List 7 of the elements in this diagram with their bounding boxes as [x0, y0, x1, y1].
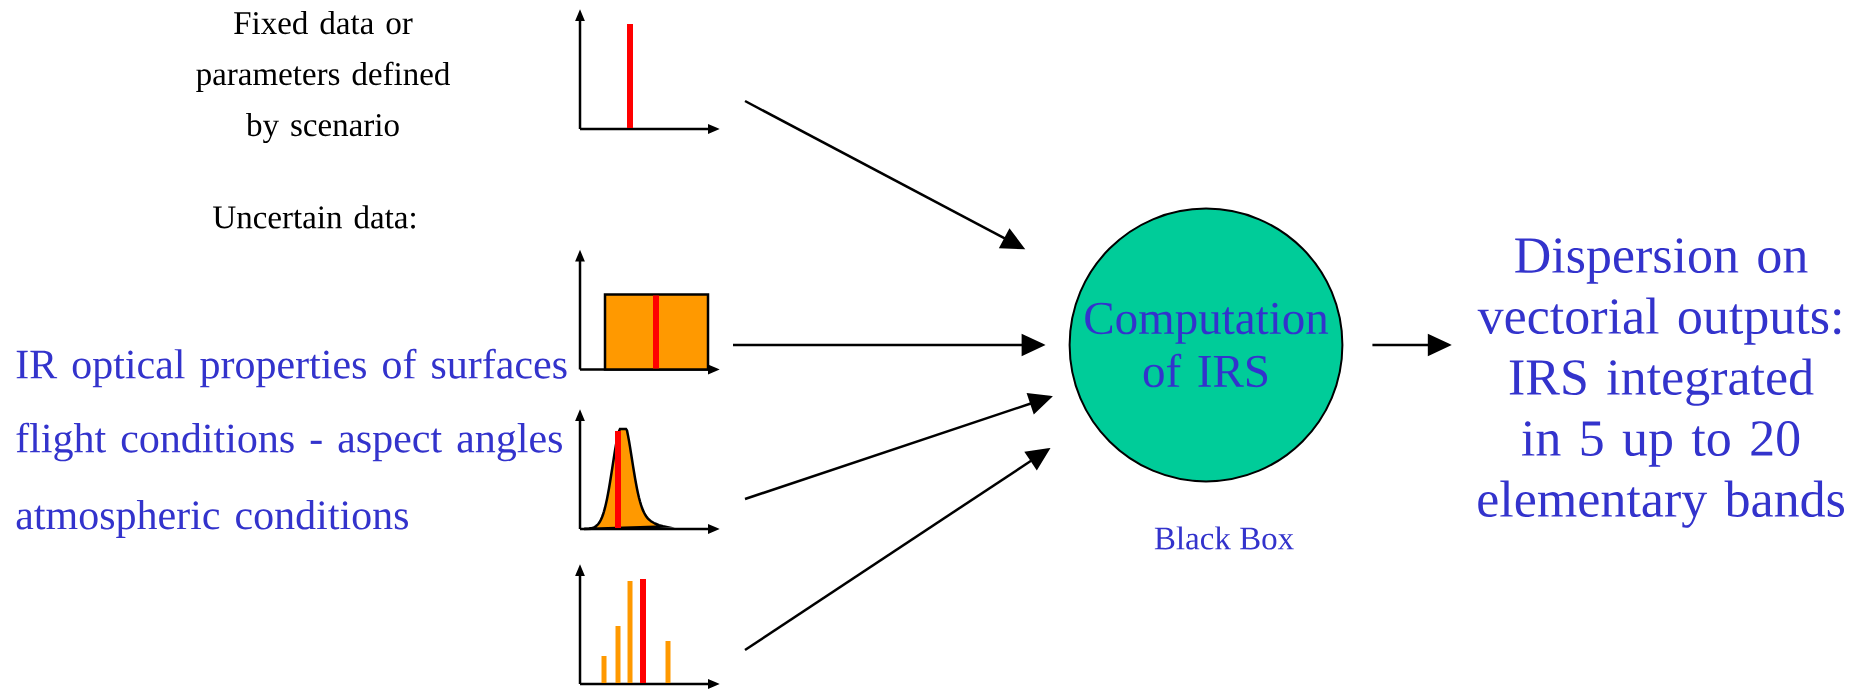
caption-text: Black Box	[1154, 526, 1294, 550]
output-text: Dispersion on vectorial outputs: IRS integrated in 5 up to 20 elementary bands	[1477, 238, 1844, 528]
text-label: flight conditions - aspect angles	[16, 422, 562, 462]
text-label: Uncertain data:	[213, 205, 415, 229]
text-label: IR optical properties of surfaces	[16, 348, 567, 388]
text-label: atmospheric conditions	[16, 499, 408, 539]
text-label: Fixed data or parameters defined by scenario	[196, 11, 450, 143]
